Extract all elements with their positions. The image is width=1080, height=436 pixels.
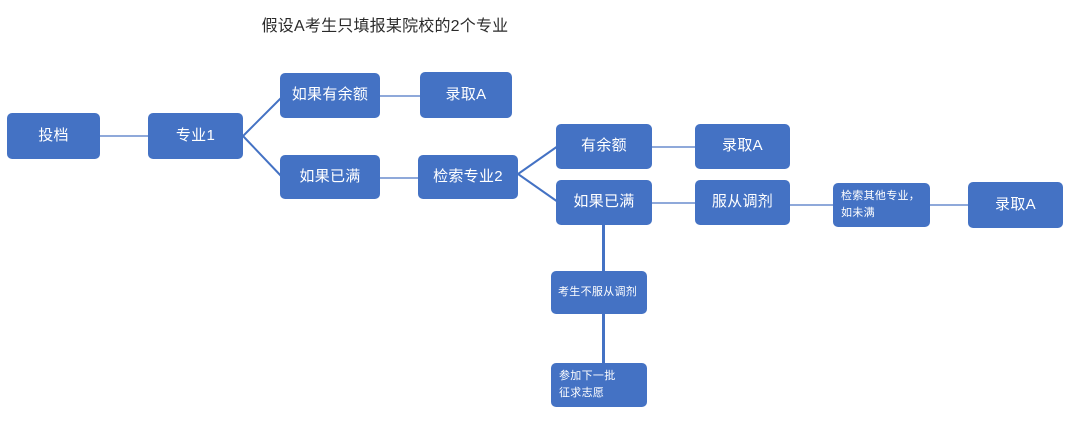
page-title: 假设A考生只填报某院校的2个专业 <box>0 12 1080 36</box>
edge-youyue2-luquA2 <box>652 146 696 148</box>
node-jiansuo-zhuanye2-label: 检索专业2 <box>433 167 503 185</box>
edge-jiansuoqita-luquA3 <box>930 204 969 206</box>
node-zhuanye1-label: 专业1 <box>175 126 216 144</box>
node-ruguo-yiman-2-label: 如果已满 <box>573 193 635 211</box>
node-you-yue[interactable]: 有余额 <box>556 124 652 169</box>
node-jiansuo-zhuanye2[interactable]: 检索专业2 <box>418 155 518 199</box>
edge-youyue-luquA1 <box>380 95 421 97</box>
node-luqu-a-2-label: 录取A <box>722 137 763 155</box>
node-luqu-a-2[interactable]: 录取A <box>695 124 790 169</box>
edge-jiansuo-branch <box>518 145 559 203</box>
edge-zhuanye1-branch <box>243 95 284 179</box>
node-fucong-tiaoji-label: 服从调剂 <box>711 193 774 211</box>
node-luqu-a-1[interactable]: 录取A <box>420 72 512 118</box>
node-ruguo-yiman-2[interactable]: 如果已满 <box>556 180 652 225</box>
node-bu-fucong-tiaoji[interactable]: 考生不服从调剂 <box>551 271 647 314</box>
node-jiansuo-qita-zhuanye-label: 检索其他专业，如未满 <box>841 189 921 219</box>
edge-bufucong-xiayipi <box>602 312 605 366</box>
node-luqu-a-1-label: 录取A <box>445 85 487 103</box>
node-zhuanye1[interactable]: 专业1 <box>148 113 243 159</box>
node-toudang-label: 投档 <box>38 126 69 144</box>
node-ruguo-youyue-label: 如果有余额 <box>291 86 369 104</box>
node-ruguo-yiman-1[interactable]: 如果已满 <box>280 155 380 199</box>
node-jiansuo-qita-zhuanye[interactable]: 检索其他专业，如未满 <box>833 183 930 227</box>
edge-fucong-jiansuoqita <box>790 204 834 206</box>
edge-yiman2-bufucong <box>602 224 605 274</box>
edge-yiman2-fucong <box>652 202 696 204</box>
node-luqu-a-3[interactable]: 录取A <box>968 182 1063 228</box>
node-luqu-a-3-label: 录取A <box>995 195 1036 213</box>
edge-toudang-zhuanye1 <box>100 135 148 137</box>
node-xia-yi-pi-zhengqiu[interactable]: 参加下一批征求志愿 <box>551 363 647 407</box>
node-bu-fucong-tiaoji-label: 考生不服从调剂 <box>558 285 638 298</box>
page-title-text: 假设A考生只填报某院校的2个专业 <box>261 18 509 35</box>
node-xia-yi-pi-zhengqiu-label: 参加下一批征求志愿 <box>559 369 616 399</box>
node-you-yue-label: 有余额 <box>581 137 627 155</box>
node-toudang[interactable]: 投档 <box>7 113 100 159</box>
node-ruguo-yiman-1-label: 如果已满 <box>299 167 361 185</box>
edge-yiman1-jiansuo <box>380 177 419 179</box>
node-ruguo-youyue[interactable]: 如果有余额 <box>280 73 380 118</box>
node-fucong-tiaoji[interactable]: 服从调剂 <box>695 180 790 225</box>
